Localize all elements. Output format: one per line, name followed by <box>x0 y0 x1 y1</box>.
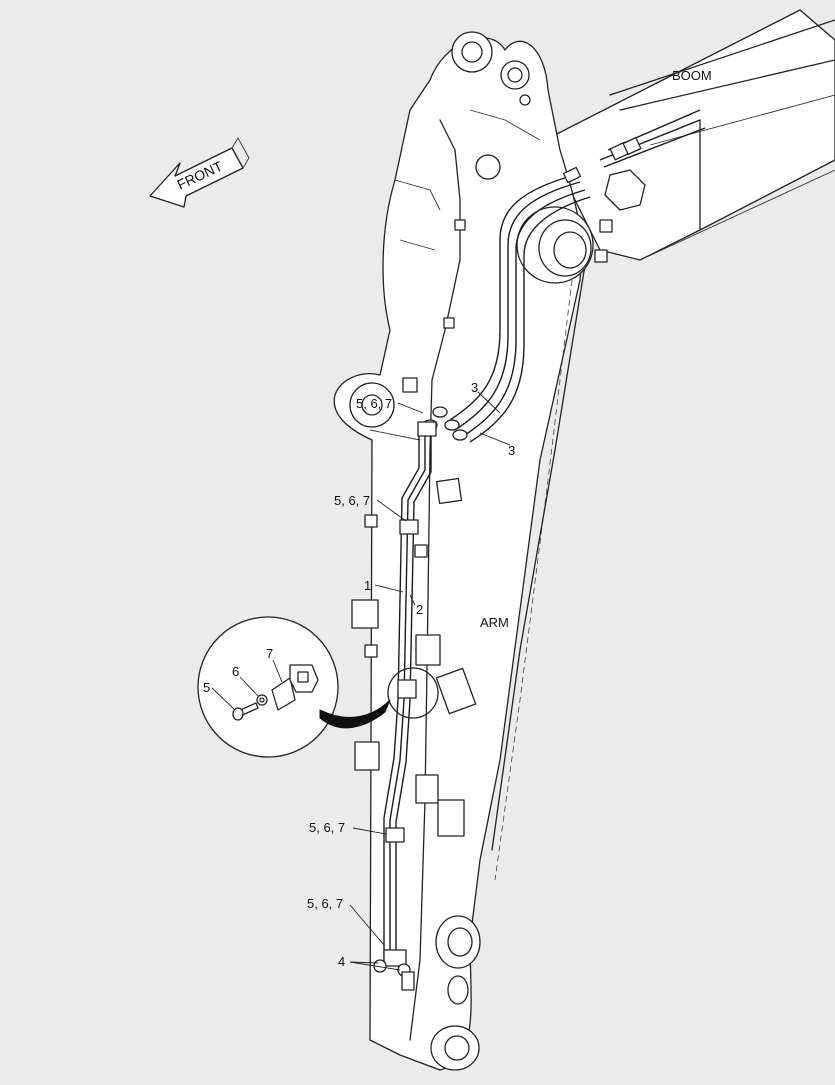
callout-1: 1 <box>364 578 371 593</box>
detail-callout-6: 6 <box>232 664 239 679</box>
detail-callout-7: 7 <box>266 646 273 661</box>
detail-callout-5: 5 <box>203 680 210 695</box>
callout-5-6-7-upper-mid: 5, 6, 7 <box>334 493 370 508</box>
callout-5-6-7-bottom: 5, 6, 7 <box>307 896 343 911</box>
boom-label: BOOM <box>672 68 712 83</box>
callout-2: 2 <box>416 602 423 617</box>
callout-3-lower: 3 <box>508 443 515 458</box>
hoses-item-3 <box>422 109 706 443</box>
callout-3-upper: 3 <box>471 380 478 395</box>
callout-4: 4 <box>338 954 345 969</box>
callout-5-6-7-top: 5, 6, 7 <box>356 396 392 411</box>
callout-5-6-7-lower-mid: 5, 6, 7 <box>309 820 345 835</box>
pipes-item-1-2 <box>373 421 437 991</box>
arm-label: ARM <box>480 615 509 630</box>
front-arrow: FRONT <box>149 137 250 208</box>
arm-structure <box>333 31 613 1071</box>
detail-inset <box>197 616 439 758</box>
